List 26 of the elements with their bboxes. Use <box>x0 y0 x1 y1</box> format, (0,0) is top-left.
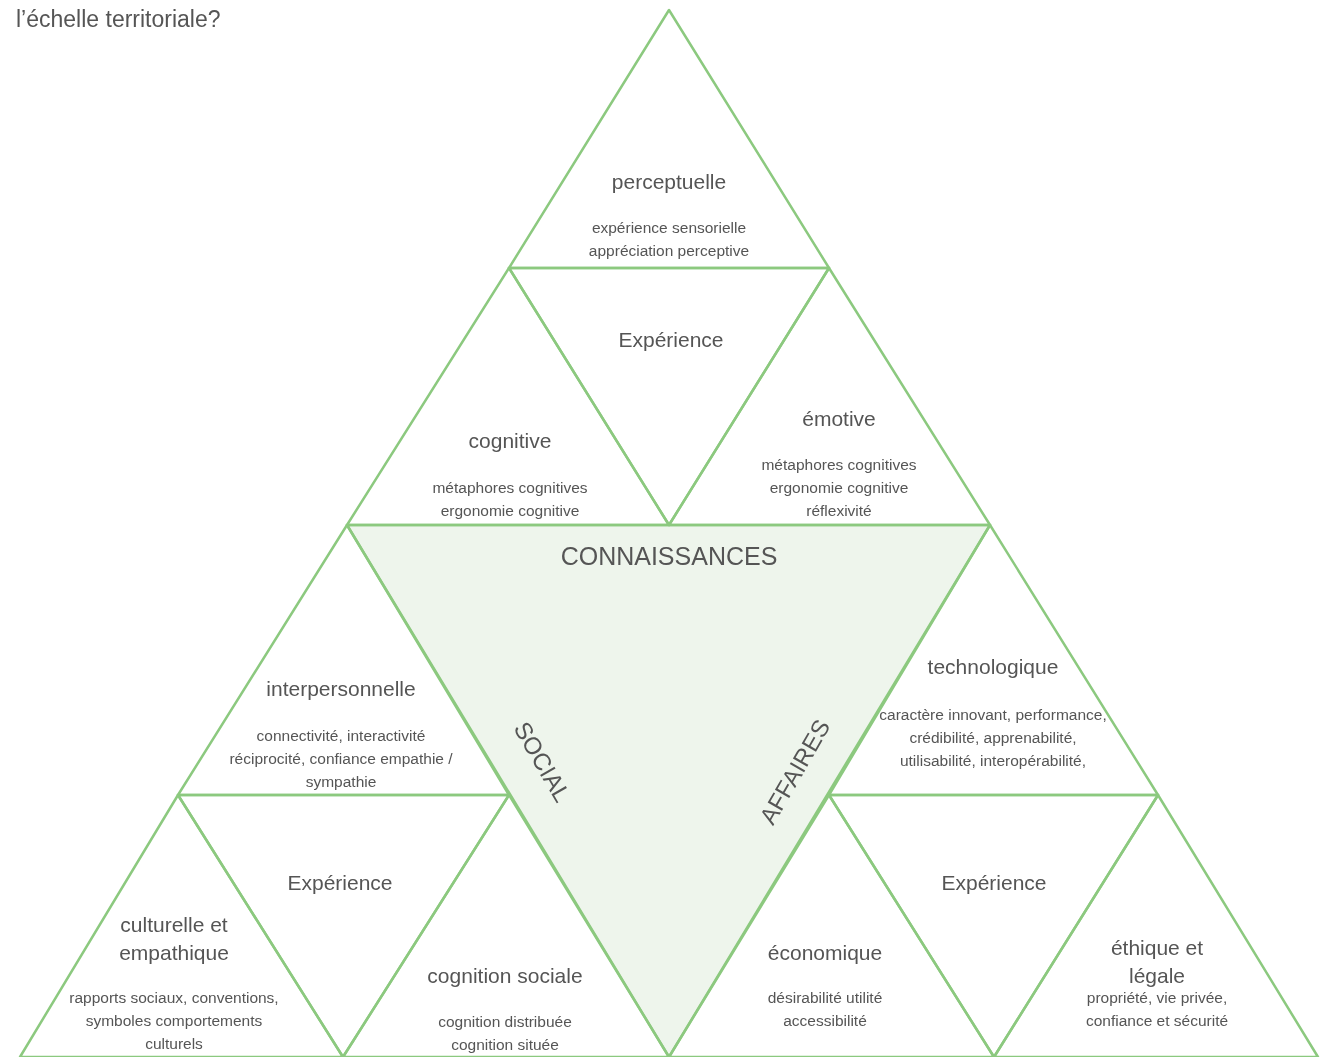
triangle-segment <box>509 10 829 268</box>
segment-title: Expérience <box>617 327 725 353</box>
segment-title: Expérience <box>940 870 1048 896</box>
segment-title: perceptuelle <box>610 169 728 195</box>
criteria-text: métaphores cognitives ergonomie cognitive <box>431 478 589 521</box>
segment-title: Expérience <box>286 870 394 896</box>
criteria-text: désirabilité utilité accessibilité <box>766 988 884 1031</box>
triangle-segment <box>829 525 1158 795</box>
criteria-text: cognition distribuée cognition située <box>437 1012 573 1055</box>
segment-title: économique <box>766 940 884 966</box>
segment-title: interpersonnelle <box>265 676 417 702</box>
segment-title: émotive <box>801 406 877 432</box>
criteria-text: caractère innovant, performance, crédibilité, apprenabilité, utilisabilité, interopérabilité, <box>878 705 1108 771</box>
criteria-text: rapports sociaux, conventions, symboles comportements culturels <box>68 988 280 1054</box>
segment-title: éthique et légale <box>1109 935 1205 989</box>
heading-text: l’échelle territoriale? <box>16 6 221 33</box>
segment-title: technologique <box>926 654 1060 680</box>
segment-title: culturelle et empathique <box>118 912 230 966</box>
criteria-text: connectivité, interactivité réciprocité, confiance empathie / sympathie <box>228 726 454 792</box>
segment-title: cognition sociale <box>426 963 584 989</box>
criteria-text: propriété, vie privée, confiance et sécurité <box>1084 988 1230 1031</box>
criteria-text: métaphores cognitives ergonomie cognitive réflexivité <box>760 455 918 521</box>
triangle-segment <box>178 525 509 795</box>
center-heading: CONNAISSANCES <box>559 542 779 570</box>
segment-title: cognitive <box>467 428 553 454</box>
criteria-text: expérience sensorielle appréciation perceptive <box>587 218 751 261</box>
